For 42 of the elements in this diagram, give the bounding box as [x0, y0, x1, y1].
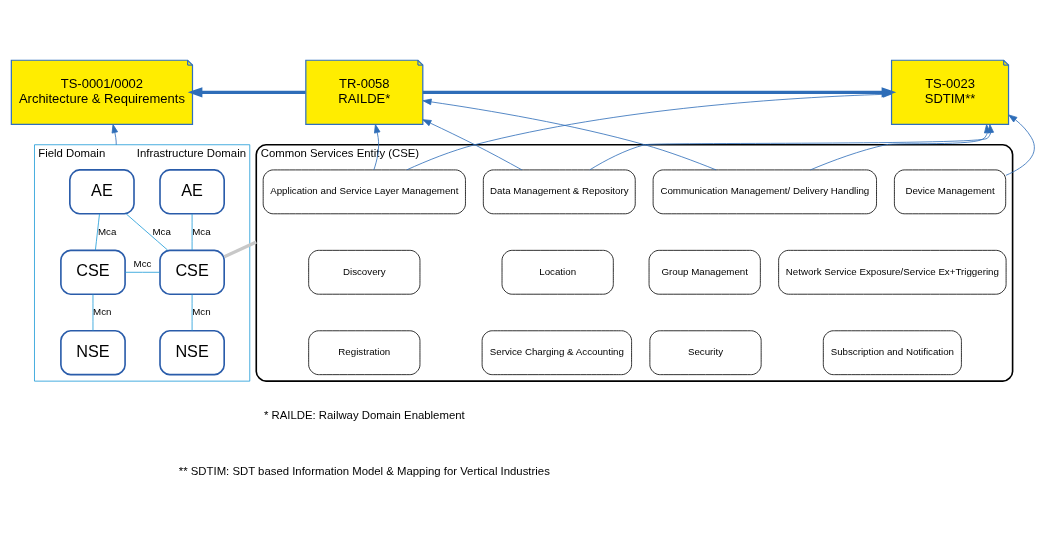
arrow	[589, 123, 994, 170]
node-box: Application and Service Layer Management	[262, 169, 466, 214]
node-box: Security	[649, 329, 762, 375]
label: ** SDTIM: SDT based Information Model & Mapping for Vertical Industries	[178, 464, 550, 477]
edge-label: Mcc	[133, 257, 152, 269]
connector	[191, 213, 193, 251]
arrow	[187, 86, 306, 97]
arrow	[809, 123, 991, 170]
label: * RAILDE: Railway Domain Enablement	[263, 408, 465, 421]
edge-label: Mcn	[192, 305, 211, 317]
edge-label: Mca	[192, 225, 211, 237]
node-box: Communication Management/ Delivery Handling	[652, 169, 877, 214]
arrow	[422, 118, 523, 170]
connector	[124, 271, 161, 273]
node-box: CSE	[159, 249, 225, 295]
edge-label: Mca	[98, 225, 117, 237]
node-box: AE	[69, 168, 135, 215]
node-box: Device Management	[894, 169, 1007, 214]
edge-label: Mcn	[93, 305, 112, 317]
node-box: Data Management & Repository	[482, 169, 636, 214]
node-box: Registration	[308, 329, 421, 375]
arrow	[111, 123, 118, 145]
node-box: Service Charging & Accounting	[481, 329, 632, 375]
connector	[92, 293, 94, 331]
node-box: NSE	[159, 329, 225, 375]
node-box: AE	[159, 168, 225, 215]
node-box: Subscription and Notification	[822, 329, 962, 375]
connector	[125, 213, 169, 251]
arrow	[1005, 114, 1035, 176]
connector	[191, 293, 193, 331]
connector	[223, 240, 257, 258]
edge-label: Mca	[152, 225, 171, 237]
arrow	[422, 98, 717, 170]
node-box: Location	[501, 249, 614, 295]
connector	[95, 213, 100, 251]
arrow	[406, 90, 892, 170]
node-box: Discovery	[308, 249, 421, 295]
arrow	[373, 123, 381, 170]
node-box: Network Service Exposure/Service Ex+Triggering	[778, 249, 1007, 295]
node-box: Group Management	[648, 249, 761, 295]
node-box: NSE	[60, 329, 126, 375]
node-box: CSE	[60, 249, 126, 295]
